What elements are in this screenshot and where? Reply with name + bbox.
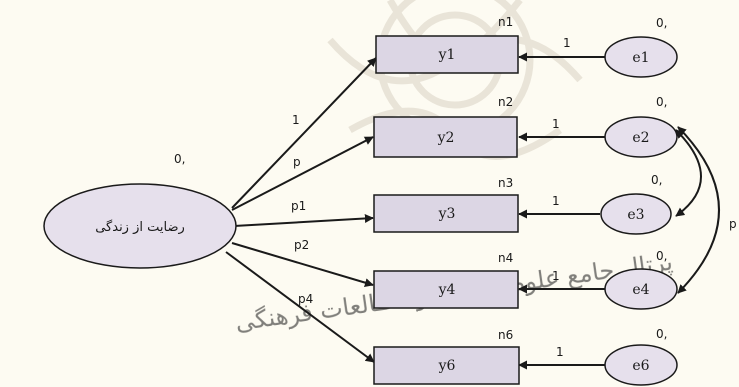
error-weight: 1 [563, 36, 571, 50]
error-node-e3: e3 0, 1 [552, 173, 672, 235]
observed-label: y1 [438, 47, 456, 63]
observed-node-y4: y4 n4 [373, 251, 519, 309]
observed-label: y2 [437, 130, 455, 146]
error-ellipse [604, 116, 678, 158]
intercept-label: n1 [498, 15, 513, 29]
error-mean: 0, [656, 95, 667, 109]
error-ellipse [604, 268, 678, 310]
error-mean: 0, [656, 249, 667, 263]
observed-node-y6: y6 n6 [373, 328, 520, 385]
observed-nodes: y1 n1 y2 n2 y3 n3 y4 n4 y6 n6 [373, 15, 520, 385]
error-node-e4: e4 0, 1 [552, 249, 678, 310]
error-label: e3 [627, 207, 644, 223]
error-label: e1 [632, 50, 649, 66]
error-node-e2: e2 0, 1 [552, 95, 678, 158]
error-node-e1: e1 0, 1 [563, 16, 678, 78]
error-weight: 1 [552, 269, 560, 283]
loading-label-y2: p [293, 155, 301, 169]
error-label: e2 [632, 130, 649, 146]
error-ellipse [600, 193, 672, 235]
latent-mean: 0, [174, 152, 185, 166]
observed-label: y4 [438, 282, 456, 298]
loading-arrow-y2 [231, 136, 374, 211]
loading-label-y1: 1 [292, 113, 300, 127]
intercept-label: n2 [498, 95, 513, 109]
loading-label-y3: p1 [291, 199, 306, 213]
error-label: e6 [632, 358, 649, 374]
error-mean: 0, [651, 173, 662, 187]
paths [225, 52, 720, 370]
observed-node-y2: y2 n2 [373, 95, 518, 158]
observed-node-y1: y1 n1 [375, 15, 519, 74]
observed-box [373, 116, 518, 158]
error-label: e4 [632, 282, 649, 298]
latent-label: رضایت از زندگی [95, 219, 185, 235]
error-mean: 0, [656, 327, 667, 341]
intercept-label: n3 [498, 176, 513, 190]
observed-box [375, 35, 519, 74]
covariance-label: p [729, 217, 737, 231]
loading-arrow-y3 [233, 213, 374, 227]
covariance-e2-e3 [675, 129, 702, 217]
loading-label-y4: p2 [294, 238, 309, 252]
observed-label: y6 [438, 358, 456, 374]
error-mean: 0, [656, 16, 667, 30]
error-weight: 1 [552, 117, 560, 131]
loading-label-y6: p4 [298, 292, 313, 306]
error-node-e6: e6 0, 1 [556, 327, 678, 386]
error-nodes: e1 0, 1 e2 0, 1 e3 0, 1 e4 0, 1 e6 0, 1 [552, 16, 678, 386]
observed-box [373, 346, 520, 385]
error-weight: 1 [556, 345, 564, 359]
observed-box [373, 194, 519, 233]
latent-ellipse [43, 183, 237, 269]
loading-arrow-y4 [231, 242, 374, 288]
error-ellipse [604, 344, 678, 386]
error-ellipse [604, 36, 678, 78]
intercept-label: n6 [498, 328, 513, 342]
loading-arrow-y6 [225, 251, 375, 363]
latent-node: رضایت از زندگی 0, [43, 152, 237, 269]
observed-box [373, 270, 519, 309]
observed-label: y3 [438, 206, 456, 222]
error-weight: 1 [552, 194, 560, 208]
covariance-e2-e4 [677, 126, 720, 294]
observed-node-y3: y3 n3 [373, 176, 519, 233]
intercept-label: n4 [498, 251, 513, 265]
loading-labels: 1 p p1 p2 p4 p [291, 113, 737, 306]
loading-arrow-y1 [231, 57, 377, 209]
